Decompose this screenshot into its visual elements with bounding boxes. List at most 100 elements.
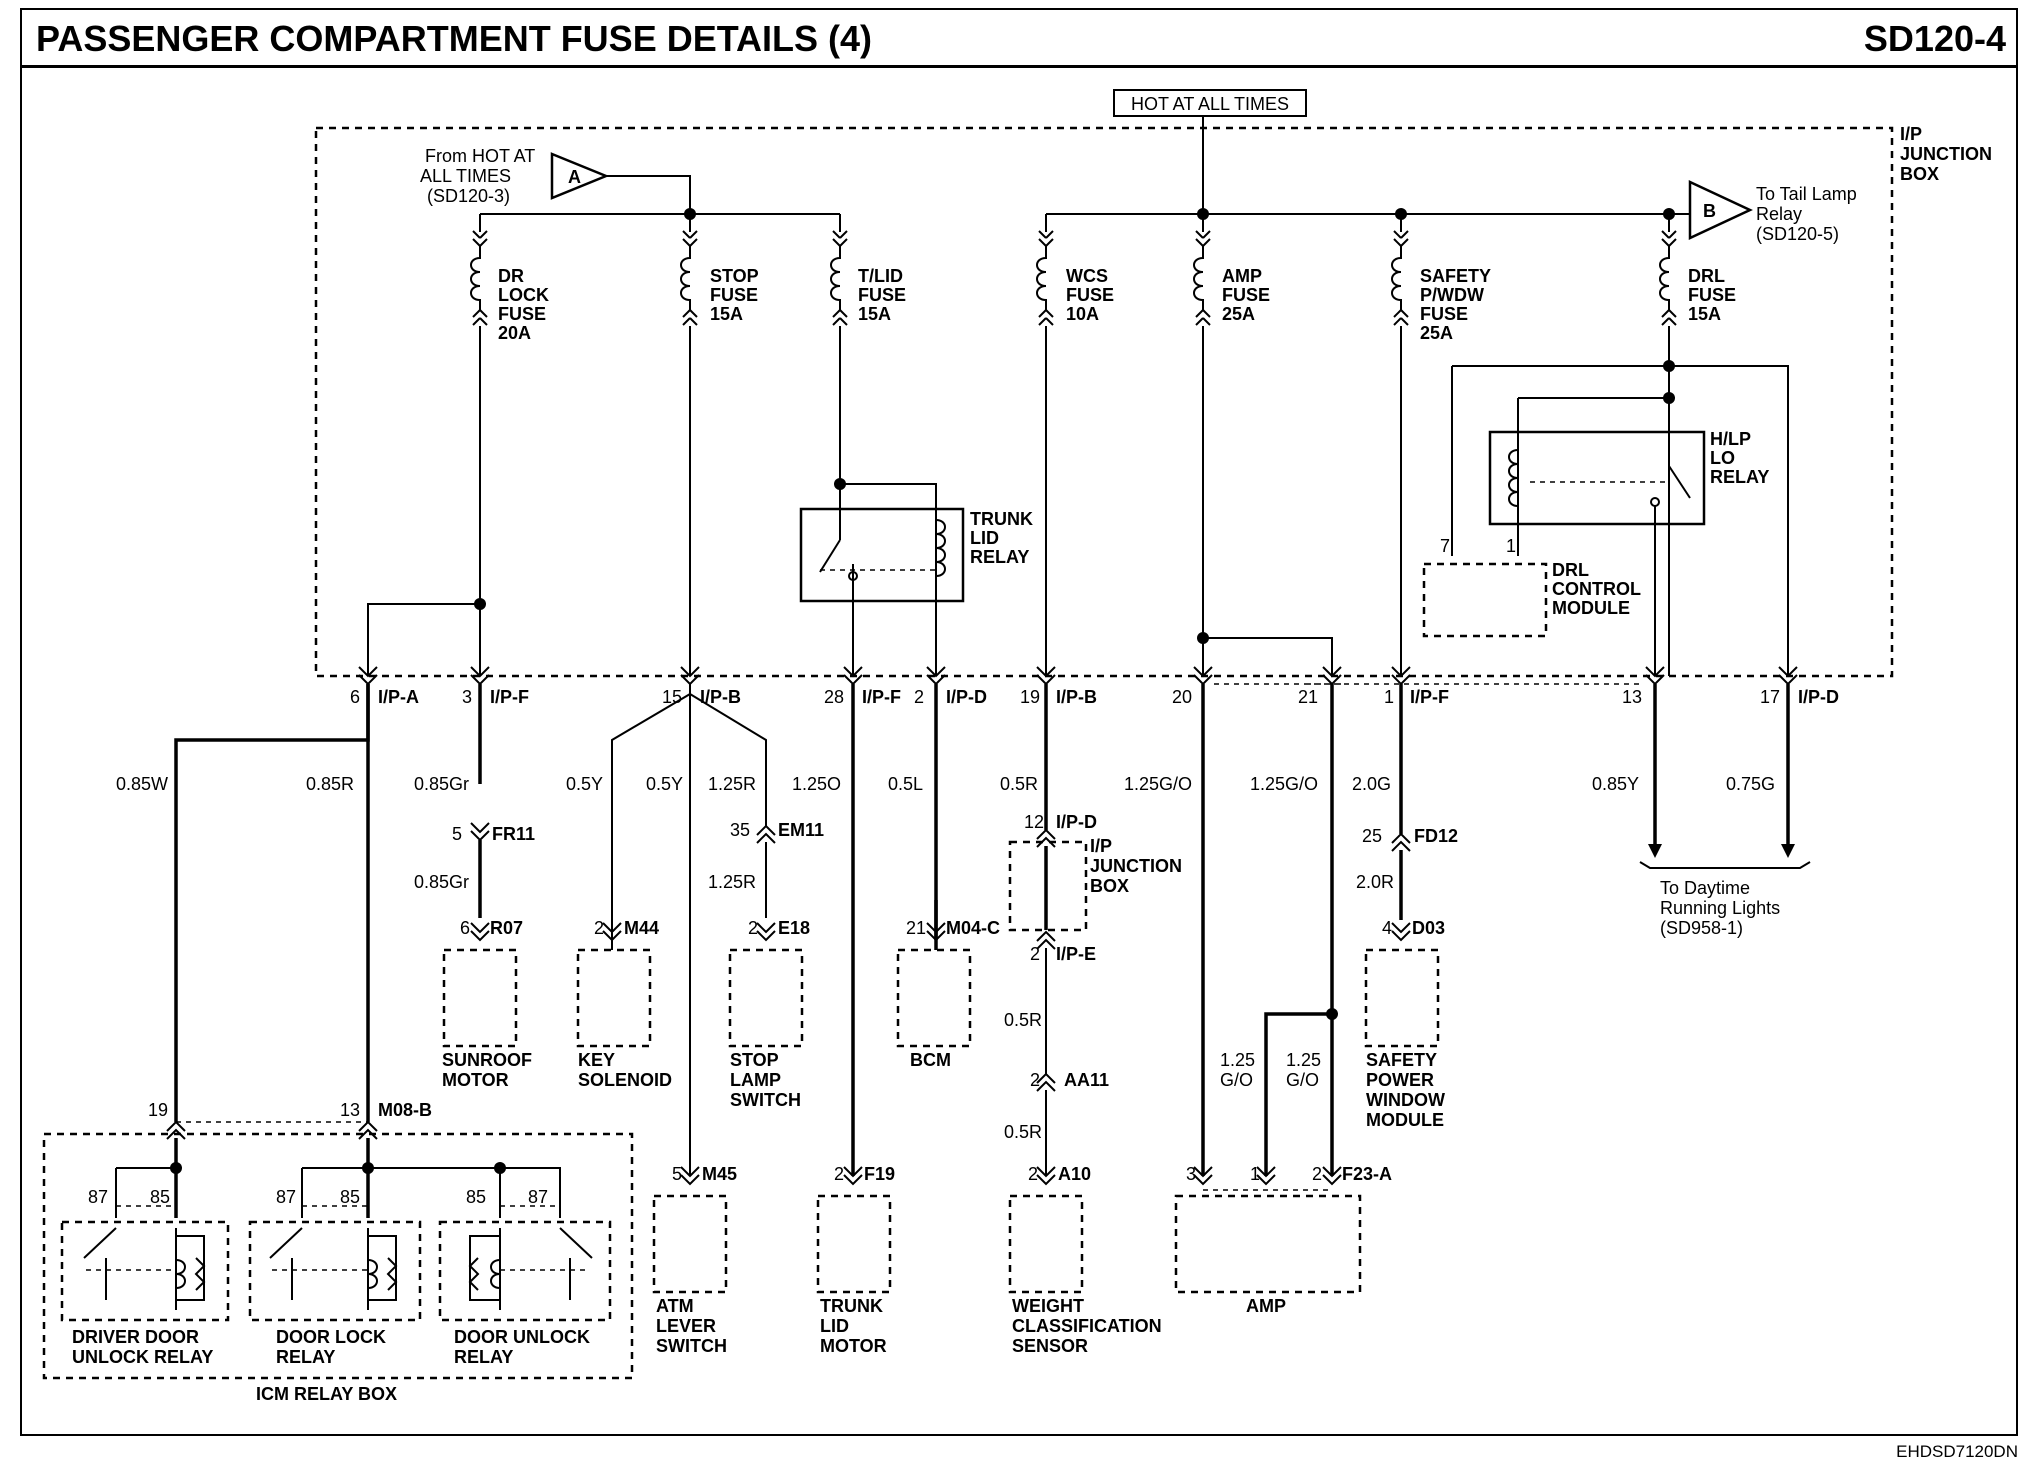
svg-text:13: 13 — [340, 1100, 360, 1120]
svg-text:2: 2 — [748, 918, 758, 938]
hlp-lo-relay-box — [1488, 430, 1706, 526]
svg-text:2: 2 — [1028, 1164, 1038, 1184]
svg-text:1.25G/O: 1.25G/O — [1124, 774, 1192, 794]
svg-text:13: 13 — [1622, 687, 1642, 707]
svg-text:AMP: AMP — [1246, 1296, 1286, 1316]
svg-text:I/P-F: I/P-F — [490, 687, 529, 707]
svg-text:I/P-F: I/P-F — [862, 687, 901, 707]
svg-text:5: 5 — [452, 824, 462, 844]
svg-text:2: 2 — [914, 687, 924, 707]
svg-text:2: 2 — [1312, 1164, 1322, 1184]
svg-text:6: 6 — [460, 918, 470, 938]
svg-text:FD12: FD12 — [1414, 826, 1458, 846]
title-bar: PASSENGER COMPARTMENT FUSE DETAILS (4) S… — [20, 8, 2018, 68]
svg-text:AA11: AA11 — [1064, 1070, 1109, 1090]
svg-text:I/P-B: I/P-B — [700, 687, 741, 707]
svg-text:4: 4 — [1382, 918, 1392, 938]
svg-text:2: 2 — [594, 918, 604, 938]
ref-b-letter: B — [1703, 201, 1716, 221]
svg-text:85: 85 — [466, 1187, 486, 1207]
svg-text:2: 2 — [834, 1164, 844, 1184]
svg-text:I/P-D: I/P-D — [1798, 687, 1839, 707]
page-title: PASSENGER COMPARTMENT FUSE DETAILS (4) — [36, 18, 873, 59]
svg-text:3: 3 — [1186, 1164, 1196, 1184]
svg-text:BCM: BCM — [910, 1050, 951, 1070]
svg-text:0.5R: 0.5R — [1000, 774, 1038, 794]
svg-text:2: 2 — [1030, 944, 1040, 964]
svg-text:F23-A: F23-A — [1342, 1164, 1392, 1184]
svg-text:M04-C: M04-C — [946, 918, 1000, 938]
svg-text:M44: M44 — [624, 918, 659, 938]
trunk-lid-relay-box — [799, 507, 965, 603]
component-amp: 3 1 2 F23-A AMP — [1174, 1164, 1392, 1316]
svg-text:I/P-D: I/P-D — [946, 687, 987, 707]
svg-text:5: 5 — [672, 1164, 682, 1184]
svg-text:85: 85 — [150, 1187, 170, 1207]
ref-a-letter: A — [568, 167, 581, 187]
svg-text:1: 1 — [1250, 1164, 1260, 1184]
svg-text:20: 20 — [1172, 687, 1192, 707]
svg-text:1: 1 — [1506, 536, 1516, 556]
svg-text:0.85W: 0.85W — [116, 774, 168, 794]
inline-connector-fr11: 5 FR11 — [452, 822, 535, 918]
svg-text:EM11: EM11 — [778, 820, 824, 840]
ref-b-text: To Tail Lamp Relay (SD120-5) — [1756, 184, 1862, 244]
svg-text:12: 12 — [1024, 812, 1044, 832]
ref-b-triangle — [1688, 180, 1753, 240]
hot-label-box — [1113, 89, 1307, 117]
svg-text:21: 21 — [906, 918, 926, 938]
svg-text:0.5R: 0.5R — [1004, 1010, 1042, 1030]
svg-text:6: 6 — [350, 687, 360, 707]
svg-text:0.85R: 0.85R — [306, 774, 354, 794]
junction-box-outline — [314, 126, 1894, 678]
svg-text:M08-B: M08-B — [378, 1100, 432, 1120]
svg-text:0.5R: 0.5R — [1004, 1122, 1042, 1142]
svg-text:R07: R07 — [490, 918, 523, 938]
inline-connector-em11: 35 EM11 — [730, 820, 824, 918]
svg-text:0.5Y: 0.5Y — [566, 774, 603, 794]
svg-text:FR11: FR11 — [492, 824, 535, 844]
svg-text:A10: A10 — [1058, 1164, 1091, 1184]
svg-text:1: 1 — [1384, 687, 1394, 707]
svg-text:D03: D03 — [1412, 918, 1445, 938]
drl-control-module-box — [1422, 562, 1548, 638]
svg-text:1.25G/O: 1.25G/O — [1250, 774, 1318, 794]
svg-text:E18: E18 — [778, 918, 810, 938]
svg-text:I/P-E: I/P-E — [1056, 944, 1096, 964]
svg-text:2.0R: 2.0R — [1356, 872, 1394, 892]
svg-text:35: 35 — [730, 820, 750, 840]
svg-text:0.5Y: 0.5Y — [646, 774, 683, 794]
wire-labels: 0.85W 0.85R 0.85Gr 0.5Y 0.5Y 1.25R 1.25O… — [116, 774, 1775, 1142]
page-code: SD120-4 — [1863, 18, 2006, 59]
svg-text:I/P-F: I/P-F — [1410, 687, 1449, 707]
